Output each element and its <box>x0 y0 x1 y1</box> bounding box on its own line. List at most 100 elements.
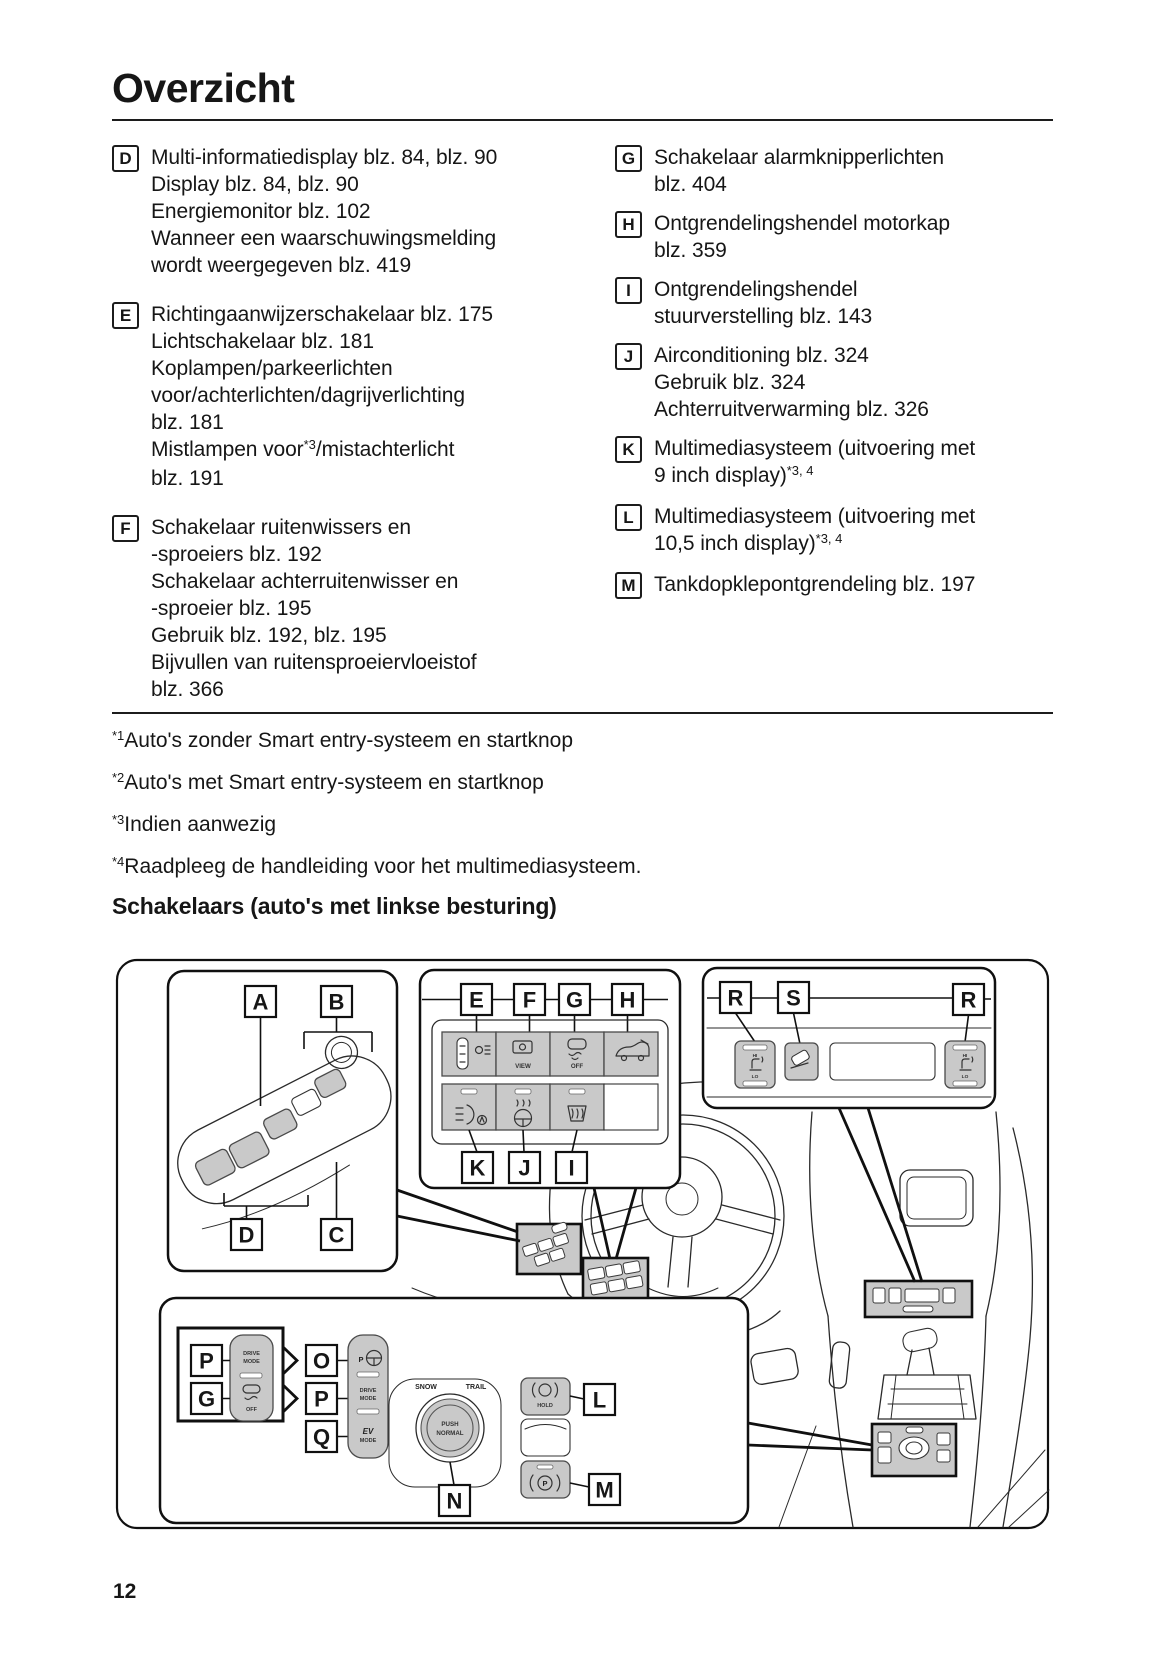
legend-item-l: L Multimediasysteem (uitvoering met 10,5… <box>615 503 1053 559</box>
chevron-icon <box>282 1345 300 1376</box>
item-lines: Ontgrendelingshendel motorkap blz. 359 <box>654 212 950 262</box>
label-box-q <box>304 1419 339 1454</box>
label-box-e <box>459 982 494 1017</box>
door-switches-box: A B D C <box>166 969 399 1273</box>
svg-text:HI: HI <box>753 1053 758 1059</box>
label-box-n <box>437 1483 472 1518</box>
legend-item-j: J Airconditioning blz. 324 Gebruik blz. … <box>615 342 1053 423</box>
window-lock-switch <box>291 1088 322 1116</box>
auto-highbeam-icon <box>455 1104 488 1126</box>
svg-text:TRAIL: TRAIL <box>466 1384 487 1391</box>
variant-frame <box>176 1326 285 1423</box>
item-lines: Schakelaar ruitenwissers en -sproeiers b… <box>151 516 477 701</box>
label-f: F <box>523 988 536 1013</box>
title-divider <box>112 119 1053 121</box>
legend-item-f: F Schakelaar ruitenwissers en -sproeiers… <box>112 514 574 703</box>
traction-off-icon <box>567 1038 587 1061</box>
item-tag: K <box>615 436 642 463</box>
svg-text:MODE: MODE <box>360 1438 377 1444</box>
footnote-4: *4Raadpleeg de handleiding voor het mult… <box>112 854 642 878</box>
defrost-icon <box>567 1105 587 1122</box>
label-i: I <box>568 1156 574 1181</box>
label-c: C <box>329 1223 345 1248</box>
label-box-r2 <box>951 982 986 1017</box>
window-switch <box>228 1131 270 1169</box>
label-g: G <box>566 988 583 1013</box>
label-box-c <box>319 1217 354 1252</box>
label-box-l <box>582 1382 617 1417</box>
label-box-b <box>319 984 354 1019</box>
legend-item-i: I Ontgrendelingshendel stuurverstelling … <box>615 276 1053 330</box>
svg-text:EV: EV <box>363 1427 374 1436</box>
svg-text:PUSH: PUSH <box>441 1421 459 1428</box>
label-box-s <box>776 980 811 1015</box>
gear-shifter <box>877 1327 977 1420</box>
seat-heater-right-button: HI LO <box>944 1040 986 1089</box>
svg-text:HI: HI <box>963 1053 968 1059</box>
label-box-r1 <box>718 980 753 1015</box>
seat-icon <box>749 1058 762 1071</box>
mode-switch: P DRIVE MODE EV MODE <box>347 1334 389 1459</box>
blank-rocker <box>520 1418 571 1457</box>
page-title: Overzicht <box>112 65 295 112</box>
legend-item-d: D Multi-informatiedisplay blz. 84, blz. … <box>112 144 574 279</box>
window-switch <box>262 1108 298 1140</box>
door-lock-switch <box>314 1068 347 1099</box>
footnote-1: *1Auto's zonder Smart entry-systeem en s… <box>112 728 573 752</box>
item-lines: Richtingaanwijzerschakelaar blz. 175 Lic… <box>151 303 493 490</box>
off-label: OFF <box>571 1063 584 1070</box>
blank-panel <box>829 1042 936 1081</box>
traction-off-icon <box>242 1384 261 1394</box>
item-tag: L <box>615 504 642 531</box>
dash-panel-box: VIEW OFF <box>418 968 682 1190</box>
svg-text:DRIVE: DRIVE <box>243 1351 260 1357</box>
item-tag: J <box>615 343 642 370</box>
label-r1: R <box>728 986 744 1011</box>
item-tag: I <box>615 277 642 304</box>
label-box-f <box>512 982 547 1017</box>
legend-item-m: M Tankdopklepontgrendeling blz. 197 <box>615 571 1053 599</box>
svg-text:OFF: OFF <box>246 1407 258 1413</box>
label-m: M <box>595 1478 613 1503</box>
seat-icon <box>959 1058 972 1071</box>
footnote-3: *3Indien aanwezig <box>112 812 277 836</box>
svg-text:P: P <box>358 1355 363 1364</box>
label-box-p2 <box>304 1381 339 1416</box>
legend-column-left: D Multi-informatiedisplay blz. 84, blz. … <box>112 144 574 725</box>
item-tag: F <box>112 515 139 542</box>
section-heading: Schakelaars (auto's met linkse besturing… <box>112 893 557 919</box>
page-number: 12 <box>113 1580 137 1603</box>
footnote-2: *2Auto's met Smart entry-systeem en star… <box>112 770 544 794</box>
svg-text:NORMAL: NORMAL <box>436 1430 463 1437</box>
blank-button <box>603 1083 659 1131</box>
label-g2: G <box>198 1387 215 1412</box>
mirror-knob <box>324 1035 359 1070</box>
label-e: E <box>469 988 484 1013</box>
parking-brake-icon <box>537 1475 553 1491</box>
label-box-i <box>554 1150 589 1185</box>
console-box: DRIVE MODE OFF P DRIVE MODE EV MODE SNOW… <box>158 1296 750 1525</box>
label-d: D <box>239 1223 255 1248</box>
seat-heater-box: HI LO HI LO R S R <box>701 966 997 1110</box>
item-lines: Multimediasysteem (uitvoering met 10,5 i… <box>654 505 976 555</box>
s-switch-button <box>784 1042 819 1081</box>
hold-icon <box>538 1383 552 1397</box>
camera-icon <box>512 1040 533 1054</box>
label-box-j <box>507 1150 542 1185</box>
power-tailgate-button <box>603 1031 659 1077</box>
inset-window-switches <box>515 1221 583 1276</box>
svg-text:HOLD: HOLD <box>537 1403 553 1409</box>
item-tag: M <box>615 572 642 599</box>
accelerator-pedal <box>828 1341 851 1389</box>
legend-item-e: E Richtingaanwijzerschakelaar blz. 175 L… <box>112 301 574 492</box>
label-h: H <box>620 988 636 1013</box>
legend-item-k: K Multimediasysteem (uitvoering met 9 in… <box>615 435 1053 491</box>
label-b: B <box>329 990 345 1015</box>
parking-brake-button: P <box>520 1460 571 1499</box>
svg-text:P: P <box>542 1479 547 1488</box>
svg-text:DRIVE: DRIVE <box>360 1388 377 1394</box>
heated-steering-icon <box>513 1099 533 1128</box>
item-lines: Ontgrendelingshendel stuurverstelling bl… <box>654 278 873 328</box>
inset-climate-panel <box>863 1279 974 1319</box>
view-label: VIEW <box>515 1063 531 1070</box>
